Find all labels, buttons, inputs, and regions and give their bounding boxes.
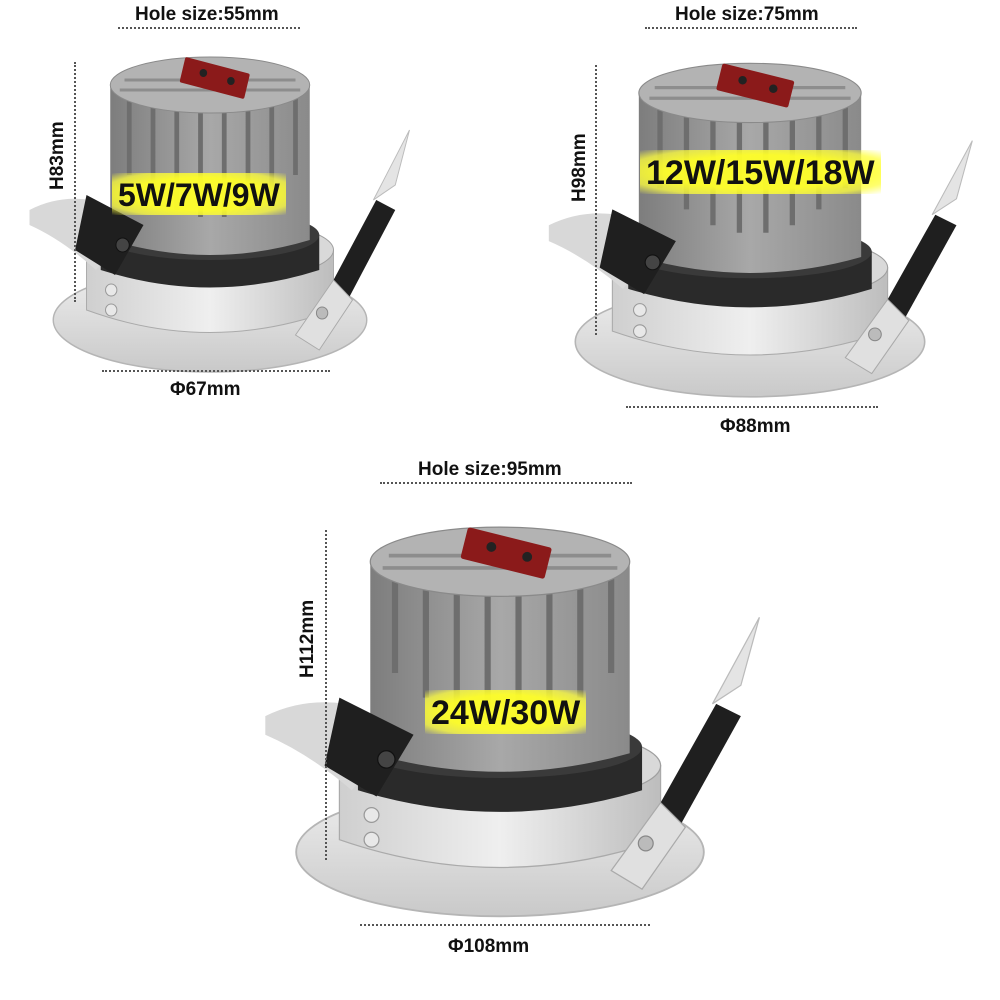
hole-size-dimension-line <box>380 482 632 484</box>
hole-size-label: Hole size:95mm <box>418 459 562 480</box>
wattage-badge: 24W/30W <box>425 690 587 734</box>
height-label: H98mm <box>569 133 590 202</box>
diameter-label: Φ67mm <box>170 379 241 400</box>
downlight-product-3: Hole size:95mm H112mm Φ108mm 24W/30W <box>240 450 780 990</box>
hole-size-label: Hole size:55mm <box>135 4 279 25</box>
diameter-dimension-line <box>102 370 330 372</box>
wattage-badge: 12W/15W/18W <box>640 150 881 194</box>
wattage-badge: 5W/7W/9W <box>112 173 286 215</box>
height-dimension-line <box>325 530 327 860</box>
height-dimension-line <box>74 62 76 302</box>
hole-size-dimension-line <box>118 27 300 29</box>
diameter-dimension-line <box>626 406 878 408</box>
hole-size-label: Hole size:75mm <box>675 4 819 25</box>
diameter-dimension-line <box>360 924 650 926</box>
diameter-label: Φ88mm <box>720 416 791 437</box>
height-label: H112mm <box>297 599 318 678</box>
diameter-label: Φ108mm <box>448 936 530 957</box>
downlight-product-2: Hole size:75mm H98mm Φ88mm 12W/15W/18W <box>500 0 1000 440</box>
height-dimension-line <box>595 65 597 335</box>
hole-size-dimension-line <box>645 27 857 29</box>
height-label: H83mm <box>47 121 68 190</box>
downlight-product-1: Hole size:55mm H83mm Φ67mm 5W/7W/9W <box>0 0 420 420</box>
